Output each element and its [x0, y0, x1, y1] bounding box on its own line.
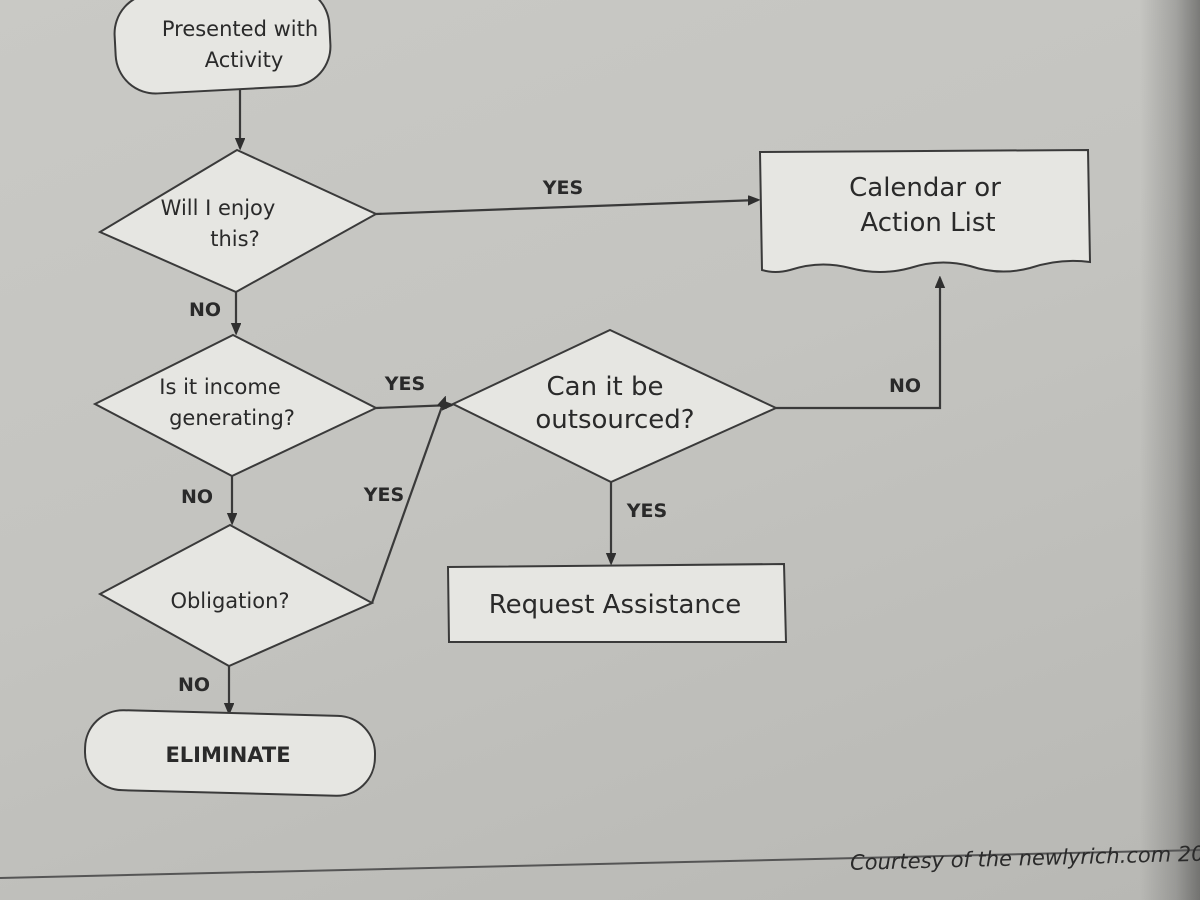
svg-text:Presented with: Presented with: [162, 17, 318, 41]
label-enjoy-no: NO: [189, 299, 221, 321]
decision-obligation: Obligation?: [97, 523, 375, 668]
start-terminator: Presented with Activity: [113, 0, 332, 95]
label-obligation-no: NO: [178, 674, 210, 696]
eliminate-label: ELIMINATE: [165, 743, 290, 767]
enjoy-label-line2: this?: [210, 227, 259, 251]
decision-enjoy: Will I enjoy this?: [97, 148, 379, 294]
start-label-line2: Activity: [205, 48, 284, 72]
page-bottom-edge: [0, 849, 1200, 879]
decision-outsourced: Can it be outsourced?: [450, 328, 779, 484]
calendar-label-line1: Calendar or: [849, 173, 1001, 203]
label-income-no: NO: [181, 486, 213, 508]
edge-labels: YES NO YES NO YES NO NO YES: [178, 177, 921, 696]
decision-income: Is it income generating?: [92, 333, 379, 478]
eliminate-terminator: ELIMINATE: [83, 709, 377, 797]
outsourced-label-line2: outsourced?: [535, 405, 694, 435]
obligation-label: Obligation?: [170, 589, 289, 613]
calendar-label-line2: Action List: [860, 208, 995, 238]
label-obligation-yes: YES: [363, 484, 404, 506]
page-edge-shadow: [1140, 0, 1200, 900]
enjoy-label-line1: Will I enjoy: [161, 196, 276, 220]
arrow-obligation-yes: [370, 398, 445, 604]
outsourced-label-line1: Can it be: [546, 372, 663, 402]
arrow-enjoy-yes: [375, 200, 758, 216]
connectors: [229, 90, 940, 713]
request-label: Request Assistance: [489, 590, 741, 620]
label-outsourced-no: NO: [889, 375, 921, 397]
arrow-outsourced-no: [776, 278, 940, 410]
calendar-document: Calendar or Action List: [758, 148, 1092, 273]
income-label-line1: Is it income: [159, 375, 280, 399]
svg-text:Activity: Activity: [205, 48, 284, 72]
income-label-line2: generating?: [169, 406, 295, 430]
start-label-line1: Presented with: [162, 17, 318, 41]
label-enjoy-yes: YES: [542, 177, 583, 199]
caption: Courtesy of the newlyrich.com 2007: [850, 841, 1200, 875]
request-assistance-box: Request Assistance: [446, 562, 788, 643]
label-outsourced-yes: YES: [626, 500, 667, 522]
label-income-yes: YES: [384, 373, 425, 395]
